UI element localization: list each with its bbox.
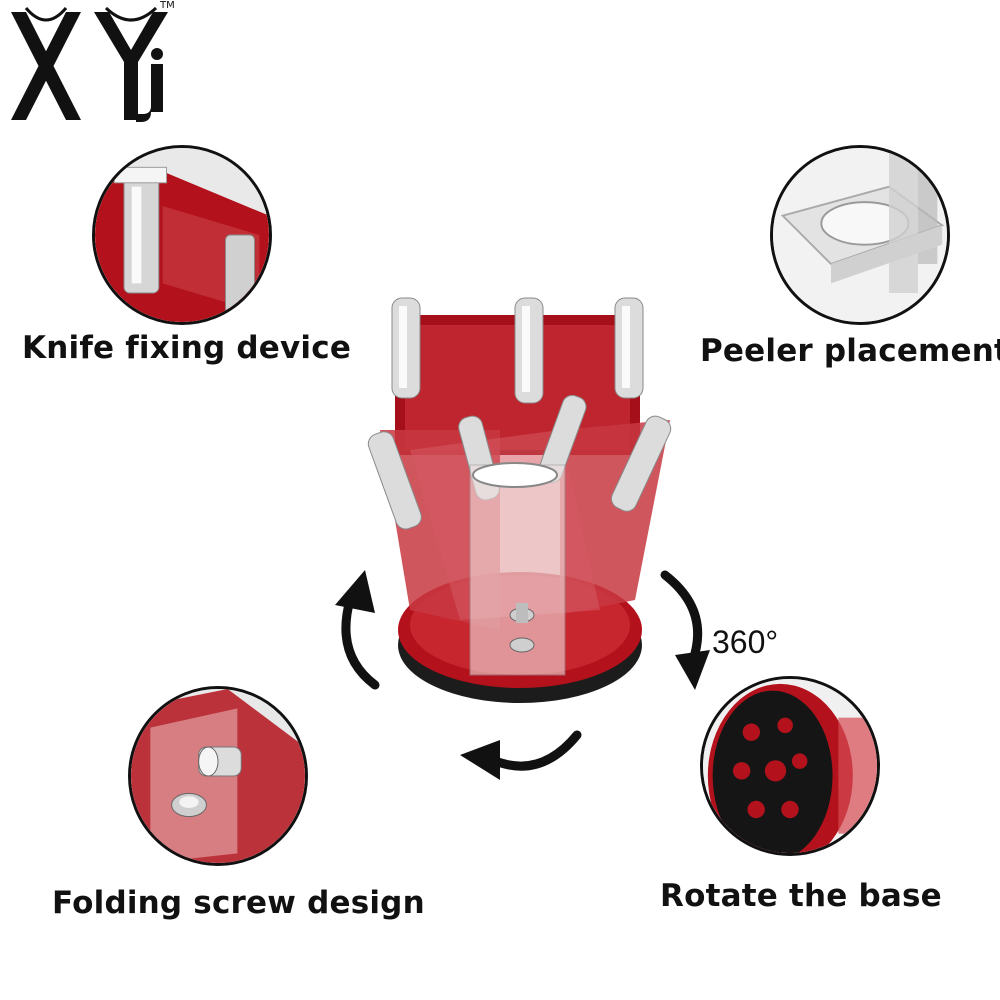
brand-logo	[11, 6, 168, 122]
folding-screw-detail-image	[128, 686, 308, 866]
peeler-placement-detail-image	[770, 145, 950, 325]
folding-screw-caption: Folding screw design	[52, 885, 425, 921]
knife-fixing-detail-image	[92, 145, 272, 325]
knife-block-product-image	[367, 297, 672, 703]
trademark-mark: TM	[160, 0, 175, 11]
peeler-placement-caption: Peeler placement	[700, 333, 1000, 369]
rotate-arrow-left-icon	[335, 570, 380, 690]
knife-fixing-caption: Knife fixing device	[22, 330, 352, 366]
rotation-degree-label: 360°	[712, 624, 779, 660]
rotate-base-caption: Rotate the base	[660, 878, 942, 914]
rotate-arrow-bottom-icon	[460, 730, 582, 780]
rotate-arrow-right-icon	[660, 570, 710, 690]
rotate-base-detail-image	[700, 676, 880, 856]
